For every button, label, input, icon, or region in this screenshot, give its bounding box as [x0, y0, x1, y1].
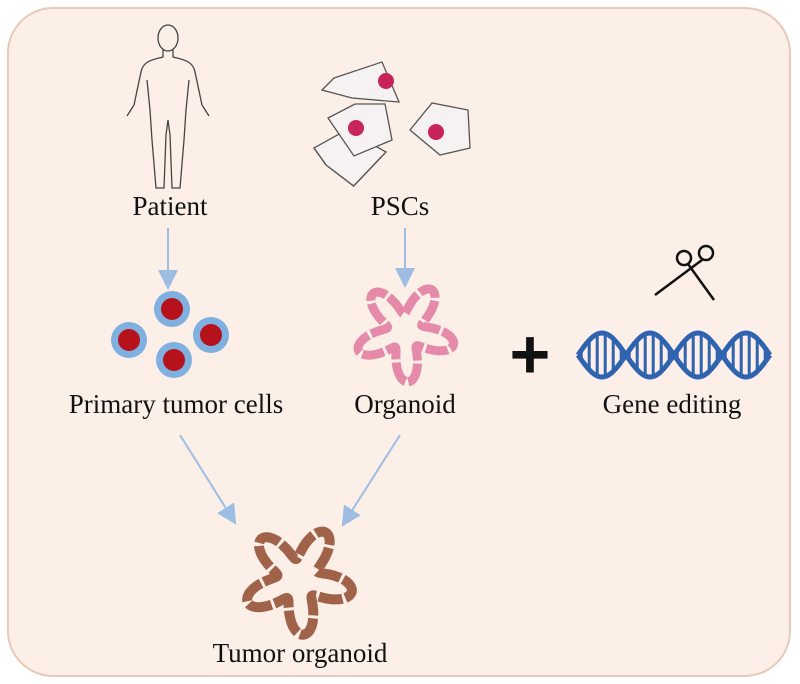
organoid-label: Organoid — [354, 389, 456, 419]
tumor-organoid-label: Tumor organoid — [213, 638, 388, 668]
plus-sign: + — [510, 315, 551, 393]
patient-label: Patient — [133, 191, 208, 221]
pscs-label: PSCs — [371, 191, 430, 221]
scissors-icon — [654, 244, 716, 301]
primary-tumor-cells-label: Primary tumor cells — [69, 389, 283, 419]
arrow-organoid-to-tumor-organoid — [341, 434, 401, 527]
gene-editing-label: Gene editing — [603, 389, 742, 419]
arrow-cells-to-tumor-organoid — [179, 434, 237, 525]
dna-strand — [575, 330, 773, 380]
background-panel — [7, 7, 791, 677]
tumor-cells-icon — [111, 291, 229, 378]
organoid-icon — [353, 284, 459, 387]
tumor-organoid-icon — [242, 526, 357, 640]
psc-cells-icon — [312, 61, 471, 187]
dna-helix-icon — [575, 330, 773, 380]
human-figure-icon — [126, 24, 210, 189]
